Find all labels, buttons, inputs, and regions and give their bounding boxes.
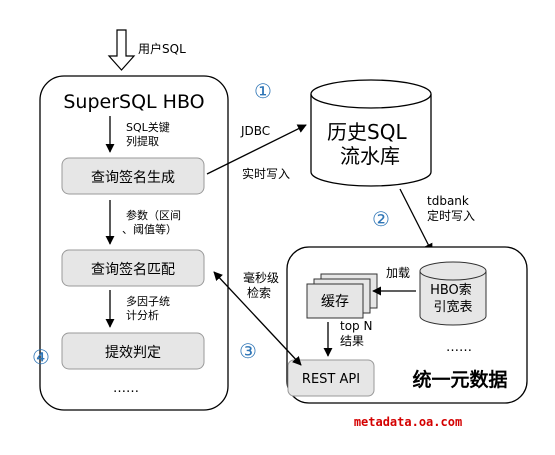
tdbank-line1: tdbank [427, 194, 469, 208]
topn-label: top N 结果 [340, 319, 376, 348]
user-sql-input: 用户SQL [107, 29, 186, 71]
rest-api-label: REST API [302, 372, 360, 387]
efficiency-judge-box [61, 332, 205, 370]
query-signature-match-box [61, 249, 205, 287]
hbo-ellipsis: …… [113, 381, 139, 396]
db-cylinder-top [310, 79, 432, 109]
multifactor-line1: 多因子统 [126, 294, 170, 308]
tdbank-line2: 定时写入 [427, 208, 475, 223]
db-cylinder-body [310, 94, 432, 187]
user-sql-label: 用户SQL [138, 41, 186, 56]
ms-search-line2: 检索 [247, 285, 271, 300]
history-sql-db: 历史SQL 流水库 [310, 79, 432, 187]
supersql-hbo-panel: SuperSQL HBO SQL关键 列提取 查询签名生成 参数（区间 、阈值等… [39, 75, 229, 411]
index-cylinder-top [419, 261, 487, 281]
cache-label: 缓存 [321, 294, 349, 310]
watermark-text: metadata.oa.com [354, 415, 462, 429]
query-signature-gen-box [61, 157, 205, 195]
params-line2: 、阈值等） [122, 222, 177, 236]
ms-search-line1: 毫秒级 [243, 270, 279, 285]
realtime-write-label: 实时写入 [242, 166, 290, 181]
ms-search-arrow [213, 271, 302, 366]
index-table-label: HBO索 引宽表 [430, 283, 476, 315]
unified-metadata-panel: 缓存 HBO索 引宽表 加载 top N 结果 REST API …… 统一元数… [286, 246, 528, 404]
hollow-down-arrow-icon [107, 29, 136, 71]
unified-ellipsis: …… [446, 340, 472, 355]
index-table-line1: HBO索 [430, 283, 472, 298]
keycolumn-extract-line1: SQL关键 [126, 120, 170, 134]
topn-line1: top N [340, 319, 372, 333]
query-signature-gen-label: 查询签名生成 [91, 169, 175, 186]
index-table-line2: 引宽表 [433, 299, 472, 315]
multifactor-label: 多因子统 计分析 [126, 294, 174, 322]
marker-4: ④ [32, 345, 50, 369]
params-line1: 参数（区间 [126, 208, 181, 222]
cache-page-front [306, 283, 364, 319]
multifactor-line2: 计分析 [126, 308, 159, 322]
ms-search-label: 毫秒级 检索 [243, 270, 283, 300]
marker-2: ② [372, 207, 390, 231]
marker-3: ③ [239, 339, 257, 363]
history-db-line2: 流水库 [340, 144, 400, 168]
efficiency-judge-label: 提效判定 [105, 345, 161, 361]
keycolumn-extract-line2: 列提取 [126, 134, 159, 148]
tdbank-label: tdbank 定时写入 [427, 194, 475, 223]
jdbc-arrow [206, 124, 307, 175]
load-label: 加载 [386, 266, 410, 280]
params-label: 参数（区间 、阈值等） [122, 208, 185, 236]
query-signature-match-label: 查询签名匹配 [91, 261, 175, 278]
index-cylinder-body [419, 271, 487, 326]
hbo-title: SuperSQL HBO [63, 91, 204, 113]
tdbank-arrow [399, 188, 433, 253]
keycolumn-extract-label: SQL关键 列提取 [126, 120, 173, 148]
jdbc-label: JDBC [240, 124, 270, 138]
history-db-line1: 历史SQL [327, 120, 407, 144]
rest-api-box [287, 359, 375, 397]
history-db-label: 历史SQL 流水库 [327, 120, 413, 168]
unified-title: 统一元数据 [412, 368, 507, 391]
marker-1: ① [254, 79, 272, 103]
topn-line2: 结果 [340, 334, 364, 348]
